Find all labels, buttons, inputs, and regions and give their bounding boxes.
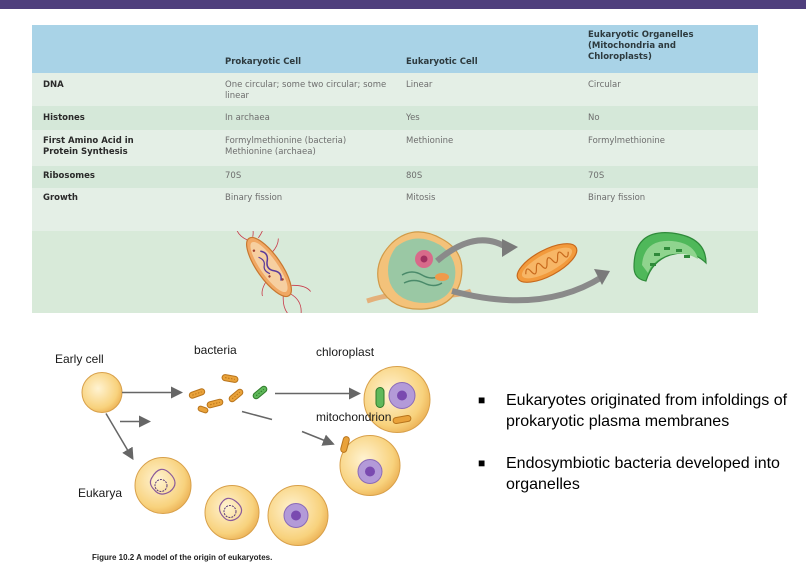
cell-organelles: Formylmethionine (588, 136, 665, 146)
cell-eukaryotic: Mitosis (406, 193, 436, 203)
comparison-table: Prokaryotic Cell Eukaryotic Cell Eukaryo… (32, 25, 758, 313)
chloroplast-illustration (633, 232, 707, 282)
cell-organelles: Binary fission (588, 193, 646, 203)
cell-organelles: 70S (588, 171, 605, 181)
origin-diagram (81, 366, 431, 546)
figure-caption: Figure 10.2 A model of the origin of euk… (92, 553, 273, 562)
table-header: Prokaryotic Cell Eukaryotic Cell Eukaryo… (32, 25, 758, 73)
header-eukaryotic: Eukaryotic Cell (406, 57, 478, 67)
prokaryote-cell-illustration (235, 231, 311, 313)
mitochondrion-illustration (516, 243, 578, 283)
cell-prokaryotic: Formylmethionine (bacteria)Methionine (a… (225, 136, 347, 157)
eukarya-cell-3 (267, 485, 329, 546)
arrow-stub (241, 410, 273, 421)
list-item: ■ Endosymbiotic bacteria developed into … (478, 453, 798, 495)
bullet-text: Eukaryotes originated from infoldings of… (506, 392, 788, 430)
bullet-square-icon: ■ (478, 393, 486, 407)
cell-eukaryotic: Yes (406, 113, 420, 123)
eukaryote-cell-illustration (366, 231, 472, 310)
bullet-square-icon: ■ (478, 456, 486, 470)
cell-illustration (32, 231, 758, 313)
label-bacteria: bacteria (194, 343, 237, 357)
row-label: Ribosomes (43, 171, 95, 181)
list-item: ■ Eukaryotes originated from infoldings … (478, 390, 798, 432)
cell-organelles: Circular (588, 80, 621, 90)
arrow-to-mitochondrion (301, 430, 335, 446)
cell-eukaryotic: 80S (406, 171, 423, 181)
top-accent-bar (0, 0, 806, 9)
eukarya-cell-2 (204, 485, 260, 540)
bullet-list: ■ Eukaryotes originated from infoldings … (478, 390, 798, 516)
header-organelles: Eukaryotic Organelles (Mitochondria and … (588, 30, 694, 62)
animal-cell-illustration (339, 435, 401, 496)
bacteria-illustration (188, 374, 268, 414)
early-cell-illustration (81, 372, 123, 413)
table-row: DNA One circular; some two circular; som… (32, 73, 758, 106)
label-eukarya: Eukarya (78, 486, 123, 500)
row-label: Histones (43, 113, 85, 123)
table-row: Histones In archaea Yes No (32, 106, 758, 130)
arrow-down (105, 413, 134, 461)
cell-prokaryotic: Binary fission (225, 193, 283, 203)
table-row: Growth Binary fission Mitosis Binary fis… (32, 188, 758, 210)
plant-cell-illustration (363, 366, 431, 433)
bullet-text: Endosymbiotic bacteria developed into or… (506, 455, 780, 493)
cell-prokaryotic: In archaea (225, 113, 270, 123)
eukarya-cell-1 (134, 457, 192, 514)
table-row: Ribosomes 70S 80S 70S (32, 166, 758, 188)
label-mitochondrion: mitochondrion (316, 410, 392, 424)
row-label: DNA (43, 80, 64, 90)
cell-eukaryotic: Linear (406, 80, 433, 90)
header-prokaryotic: Prokaryotic Cell (225, 57, 302, 67)
cell-organelles: No (588, 113, 600, 123)
cell-prokaryotic: 70S (225, 171, 242, 181)
cell-eukaryotic: Methionine (406, 136, 454, 146)
label-early-cell: Early cell (55, 352, 104, 366)
label-chloroplast: chloroplast (316, 345, 375, 359)
row-label: Growth (43, 193, 78, 203)
